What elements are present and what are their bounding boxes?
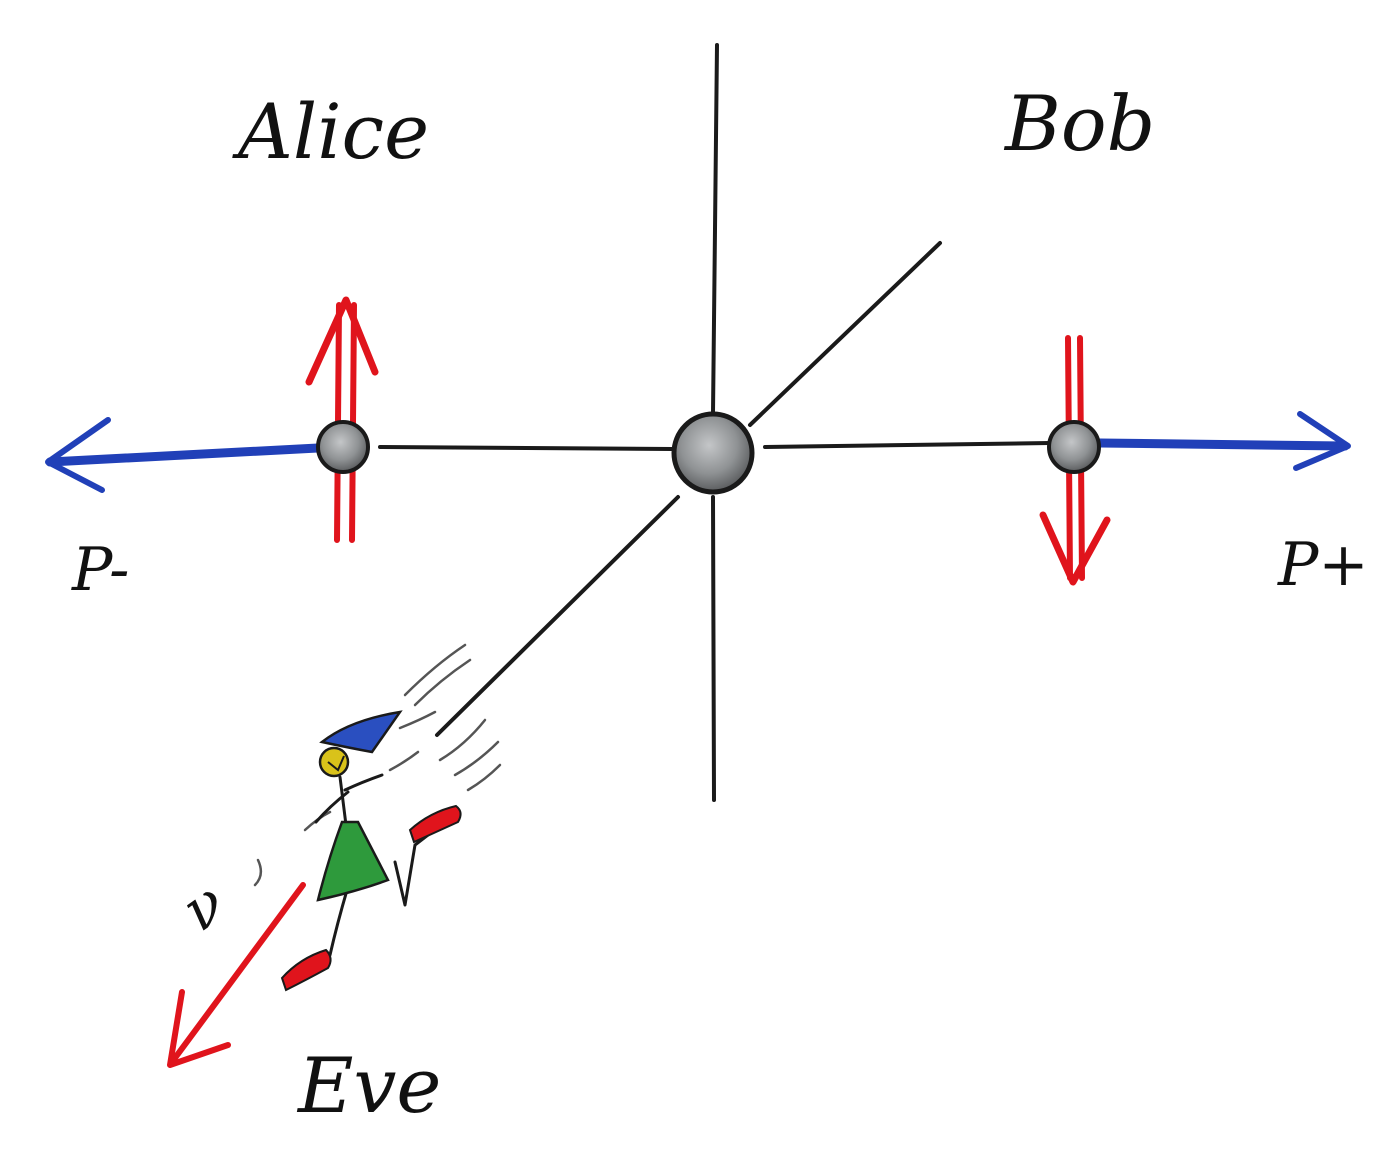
central-particle — [671, 411, 755, 495]
axes — [378, 43, 1052, 802]
eve-figure — [253, 643, 502, 992]
eve-hat — [319, 710, 403, 754]
motion-lines — [253, 643, 502, 887]
spin-arrow-alice — [305, 296, 379, 543]
vertical-axis-bottom — [711, 495, 716, 802]
momentum-arrow-left — [45, 417, 323, 493]
label-p-minus: P- — [71, 535, 129, 605]
label-p-plus: P+ — [1277, 530, 1369, 600]
vertical-axis-top — [711, 43, 719, 415]
eve-face — [318, 746, 350, 778]
eve-shoe-lower — [280, 948, 332, 992]
label-nu: ν — [169, 868, 237, 944]
horizontal-axis-right — [763, 441, 1052, 449]
label-bob: Bob — [1003, 79, 1155, 168]
diagonal-axis-lower — [435, 495, 680, 737]
momentum-arrow-right — [1095, 411, 1351, 471]
horizontal-axis-left — [378, 445, 674, 451]
eve-dress — [316, 820, 390, 902]
label-eve: Eve — [296, 1041, 441, 1130]
label-alice: Alice — [232, 87, 429, 176]
bob-particle — [1047, 420, 1101, 474]
neutrino-arrow — [167, 882, 306, 1068]
alice-particle — [316, 420, 370, 474]
eve-shoe-upper — [408, 804, 462, 844]
diagonal-axis-upper — [748, 241, 942, 427]
